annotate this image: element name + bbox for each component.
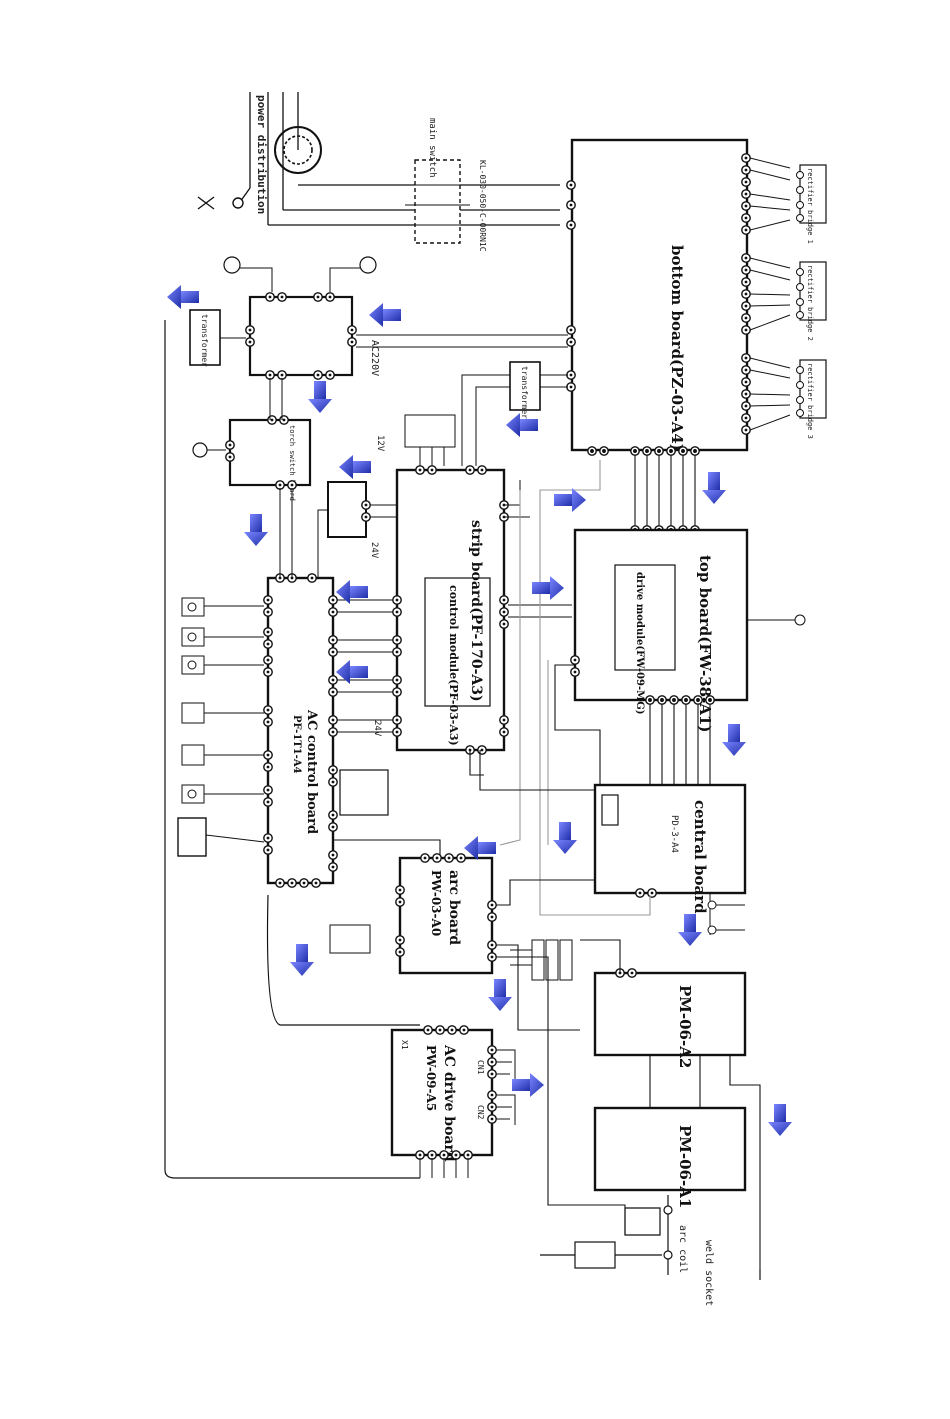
blue-flow-arrow — [678, 914, 702, 946]
blue-flow-arrow — [339, 455, 371, 479]
top-board-title: top board(FW-38-A1) — [696, 555, 714, 733]
arc-board-title: arc board — [446, 870, 462, 945]
mid-transformer: transformer — [461, 361, 568, 466]
svg-text:rectifier bridge 2: rectifier bridge 2 — [806, 265, 814, 341]
capacitor-block — [510, 939, 573, 981]
blue-flow-arrow — [768, 1104, 792, 1136]
bottom-board: bottom board(PZ-03-A4) rectifier bridge … — [566, 138, 827, 452]
rectifier-bridge-1: rectifier bridge 1 — [796, 164, 827, 244]
svg-text:X1: X1 — [400, 1040, 409, 1050]
blue-flow-arrow — [369, 303, 401, 327]
main-switch: main switch KL-030-050-C-00RN1C — [405, 118, 487, 252]
bus-bottom-top — [587, 446, 700, 535]
toroid-icon — [274, 126, 322, 174]
svg-text:rectifier bridge 3: rectifier bridge 3 — [806, 363, 814, 439]
strip-board: strip board(PF-170-A3) control module(PF… — [337, 465, 572, 816]
blue-flow-arrow — [488, 979, 512, 1011]
svg-text:transformer: transformer — [200, 314, 209, 367]
svg-text:24V: 24V — [372, 720, 382, 737]
svg-text:CN2: CN2 — [476, 1105, 485, 1120]
svg-text:CN1: CN1 — [476, 1060, 485, 1075]
blue-flow-arrow — [702, 472, 726, 504]
pm-a1-title: PM-06-A1 — [676, 1125, 694, 1208]
gray-wires — [499, 460, 651, 916]
svg-text:24V: 24V — [369, 542, 379, 559]
fan-icon — [223, 256, 241, 274]
ground-terminal-icon — [232, 197, 244, 209]
power-distribution-label: power distribution — [255, 95, 268, 214]
arc-board-part: PW-03-A0 — [429, 870, 443, 936]
bottom-board-connectors — [741, 153, 751, 435]
central-board: central board PD-3-A4 — [593, 783, 747, 935]
arc-coil-label: arc coil — [677, 1225, 688, 1273]
ac-drive-board: AC drive board PW-09-A5 CN1 CN2 X1 — [390, 1025, 516, 1178]
svg-text:rectifier bridge 1: rectifier bridge 1 — [806, 168, 814, 244]
drive-module-label: drive module(FW-09-MG) — [634, 572, 645, 714]
blue-flow-arrow — [512, 1073, 544, 1097]
blue-flow-arrow — [554, 488, 586, 512]
torch-switch-board: torch switch board — [192, 415, 312, 578]
blue-flow-arrow — [532, 576, 564, 600]
ac220v-label: AC220V — [369, 340, 380, 376]
ac-control-board: AC control board PF-1T1-A4 — [177, 573, 338, 888]
pm-a2-board: PM-06-A2 — [593, 968, 761, 1270]
blue-flow-arrow — [553, 822, 577, 854]
ac-drive-part: PW-09-A5 — [424, 1045, 438, 1111]
dc-12v-box: 12V — [375, 414, 456, 466]
svg-text:transformer: transformer — [520, 366, 529, 419]
rectifier-bridge-3: rectifier bridge 3 — [796, 359, 827, 439]
arc-board: arc board PW-03-A0 — [329, 853, 497, 975]
dc-box — [317, 481, 397, 578]
power-board-ac220: AC220V — [223, 256, 568, 420]
weld-socket-label: weld socket — [703, 1240, 714, 1306]
power-distribution: power distribution — [197, 92, 560, 226]
blue-flow-arrow — [167, 285, 199, 309]
svg-text:torch switch board: torch switch board — [288, 425, 296, 501]
blue-flow-arrow — [290, 944, 314, 976]
arc-coil-group: arc coil weld socket — [540, 1195, 761, 1306]
svg-text:12V: 12V — [375, 435, 385, 452]
fan-icon — [197, 196, 215, 210]
frame-wires — [164, 320, 420, 1179]
fan-icon — [359, 256, 377, 274]
ac-drive-title: AC drive board — [441, 1044, 457, 1162]
central-board-part: PD-3-A4 — [669, 815, 679, 853]
ac-control-peripherals — [177, 597, 265, 857]
bottom-board-title: bottom board(PZ-03-A4) — [668, 245, 686, 451]
bus-top-central — [645, 695, 715, 785]
rectifier-bridge-2: rectifier bridge 2 — [796, 261, 827, 341]
arc-wires — [333, 664, 626, 1235]
strip-board-title: strip board(PF-170-A3) — [468, 520, 484, 702]
ac-control-title: AC control board — [304, 709, 319, 834]
pm-a1-board: PM-06-A1 — [593, 1106, 747, 1208]
top-board: top board(FW-38-A1) drive module(FW-09-M… — [570, 528, 806, 733]
blue-flow-arrow — [244, 514, 268, 546]
central-board-title: central board — [691, 800, 709, 914]
blue-flow-arrow — [722, 724, 746, 756]
main-switch-label: main switch — [427, 118, 437, 178]
left-transformer: transformer — [189, 309, 246, 367]
blue-flow-arrow — [464, 836, 496, 860]
ac-control-part: PF-1T1-A4 — [291, 715, 302, 774]
blue-flow-arrow — [308, 381, 332, 413]
pm-a2-title: PM-06-A2 — [676, 985, 694, 1068]
control-module-label: control module(PF-03-A3) — [447, 585, 460, 746]
main-switch-part: KL-030-050-C-00RN1C — [478, 160, 487, 252]
